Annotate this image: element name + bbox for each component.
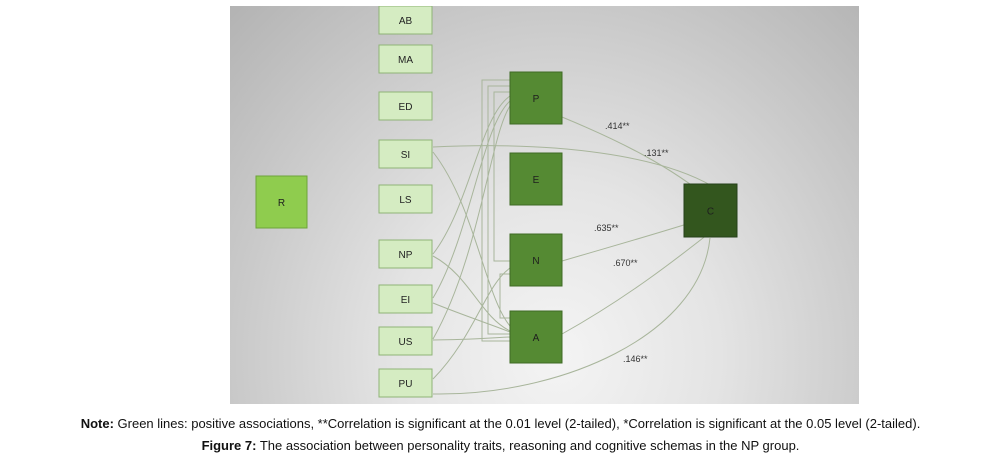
trait-node-ab-box bbox=[378, 6, 433, 35]
edge-label-a-c: .670** bbox=[613, 258, 638, 268]
figure-number-label: Figure 7: bbox=[201, 438, 257, 453]
trait-node-ab-label: AB bbox=[399, 16, 413, 27]
edge-us-a bbox=[432, 336, 511, 341]
trait-node-ei: EI bbox=[378, 284, 433, 314]
figure-caption: Figure 7: The association between person… bbox=[0, 438, 1001, 453]
trait-node-ei-box bbox=[378, 284, 433, 314]
edge-layer bbox=[432, 79, 713, 395]
edge-pu-c bbox=[432, 237, 711, 395]
trait-node-ab: AB bbox=[378, 6, 433, 35]
trait-node-us-box bbox=[378, 326, 433, 356]
personality-node-e-label: E bbox=[533, 175, 540, 186]
reasoning-node-label: R bbox=[278, 198, 285, 209]
reasoning-node-box bbox=[255, 175, 308, 229]
trait-node-ls: LS bbox=[378, 184, 433, 214]
caption-note-text: Green lines: positive associations, **Co… bbox=[113, 416, 921, 431]
trait-node-ed-box bbox=[378, 91, 433, 121]
edge-ei-a bbox=[432, 302, 511, 333]
trait-node-ma-label: MA bbox=[398, 55, 413, 66]
outcome-node-box bbox=[683, 183, 738, 238]
trait-node-np-label: NP bbox=[399, 250, 413, 261]
edge-n-a bbox=[499, 273, 510, 319]
personality-node-e-box bbox=[509, 152, 563, 206]
personality-node-p-label: P bbox=[533, 94, 540, 105]
edge-label-n-c: .635** bbox=[594, 223, 619, 233]
personality-node-a: A bbox=[509, 310, 563, 364]
edge-si-a bbox=[432, 151, 511, 327]
edge-label-pu-c: .146** bbox=[623, 354, 648, 364]
edge-np-p bbox=[432, 95, 511, 255]
edge-label-layer: .414** .131** .635** .670** .146** bbox=[594, 121, 669, 364]
trait-node-ei-label: EI bbox=[401, 295, 410, 306]
outcome-node: C bbox=[683, 183, 738, 238]
trait-node-si-box bbox=[378, 139, 433, 169]
caption-note-label: Note: bbox=[80, 416, 114, 431]
edge-label-p-c: .414** bbox=[605, 121, 630, 131]
caption-note: Note: Green lines: positive associations… bbox=[0, 416, 1001, 431]
trait-node-ls-label: LS bbox=[399, 195, 412, 206]
edge-ei-p bbox=[432, 100, 511, 299]
trait-node-ma-box bbox=[378, 44, 433, 74]
personality-node-n-label: N bbox=[532, 256, 539, 267]
trait-node-us: US bbox=[378, 326, 433, 356]
edge-a-c bbox=[561, 230, 713, 335]
edge-pu-n bbox=[432, 267, 511, 380]
edge-np-a bbox=[432, 255, 511, 332]
trait-node-si-label: SI bbox=[401, 150, 410, 161]
trait-node-ed: ED bbox=[378, 91, 433, 121]
trait-node-us-label: US bbox=[399, 337, 413, 348]
trait-node-pu: PU bbox=[378, 368, 433, 398]
reasoning-node: R bbox=[255, 175, 308, 229]
edge-p-a-mid bbox=[487, 85, 510, 335]
outcome-node-label: C bbox=[707, 207, 714, 218]
personality-node-n-box bbox=[509, 233, 563, 287]
edge-p-n bbox=[493, 91, 510, 262]
personality-node-n: N bbox=[509, 233, 563, 287]
personality-node-e: E bbox=[509, 152, 563, 206]
trait-node-pu-label: PU bbox=[399, 379, 413, 390]
figure-caption-text: The association between personality trai… bbox=[256, 438, 800, 453]
personality-node-p: P bbox=[509, 71, 563, 125]
personality-node-p-box bbox=[509, 71, 563, 125]
edge-p-a-outer bbox=[481, 79, 510, 342]
edge-si-c bbox=[432, 145, 713, 187]
edge-us-p bbox=[432, 105, 511, 340]
trait-node-ls-box bbox=[378, 184, 433, 214]
personality-node-a-label: A bbox=[533, 333, 540, 344]
path-diagram: AB MA ED SI LS NP EI US PU R P E N A C .414** .131** .… bbox=[255, 6, 738, 398]
personality-node-a-box bbox=[509, 310, 563, 364]
trait-node-ma: MA bbox=[378, 44, 433, 74]
trait-node-pu-box bbox=[378, 368, 433, 398]
trait-node-np: NP bbox=[378, 239, 433, 269]
edge-label-si-c: .131** bbox=[644, 148, 669, 158]
figure-panel: AB MA ED SI LS NP EI US PU R P E N A C .414** .131** .… bbox=[230, 6, 859, 404]
trait-node-ed-label: ED bbox=[399, 102, 413, 113]
trait-node-np-box bbox=[378, 239, 433, 269]
trait-node-si: SI bbox=[378, 139, 433, 169]
node-layer: AB MA ED SI LS NP EI US PU R P E N A C bbox=[255, 6, 738, 398]
